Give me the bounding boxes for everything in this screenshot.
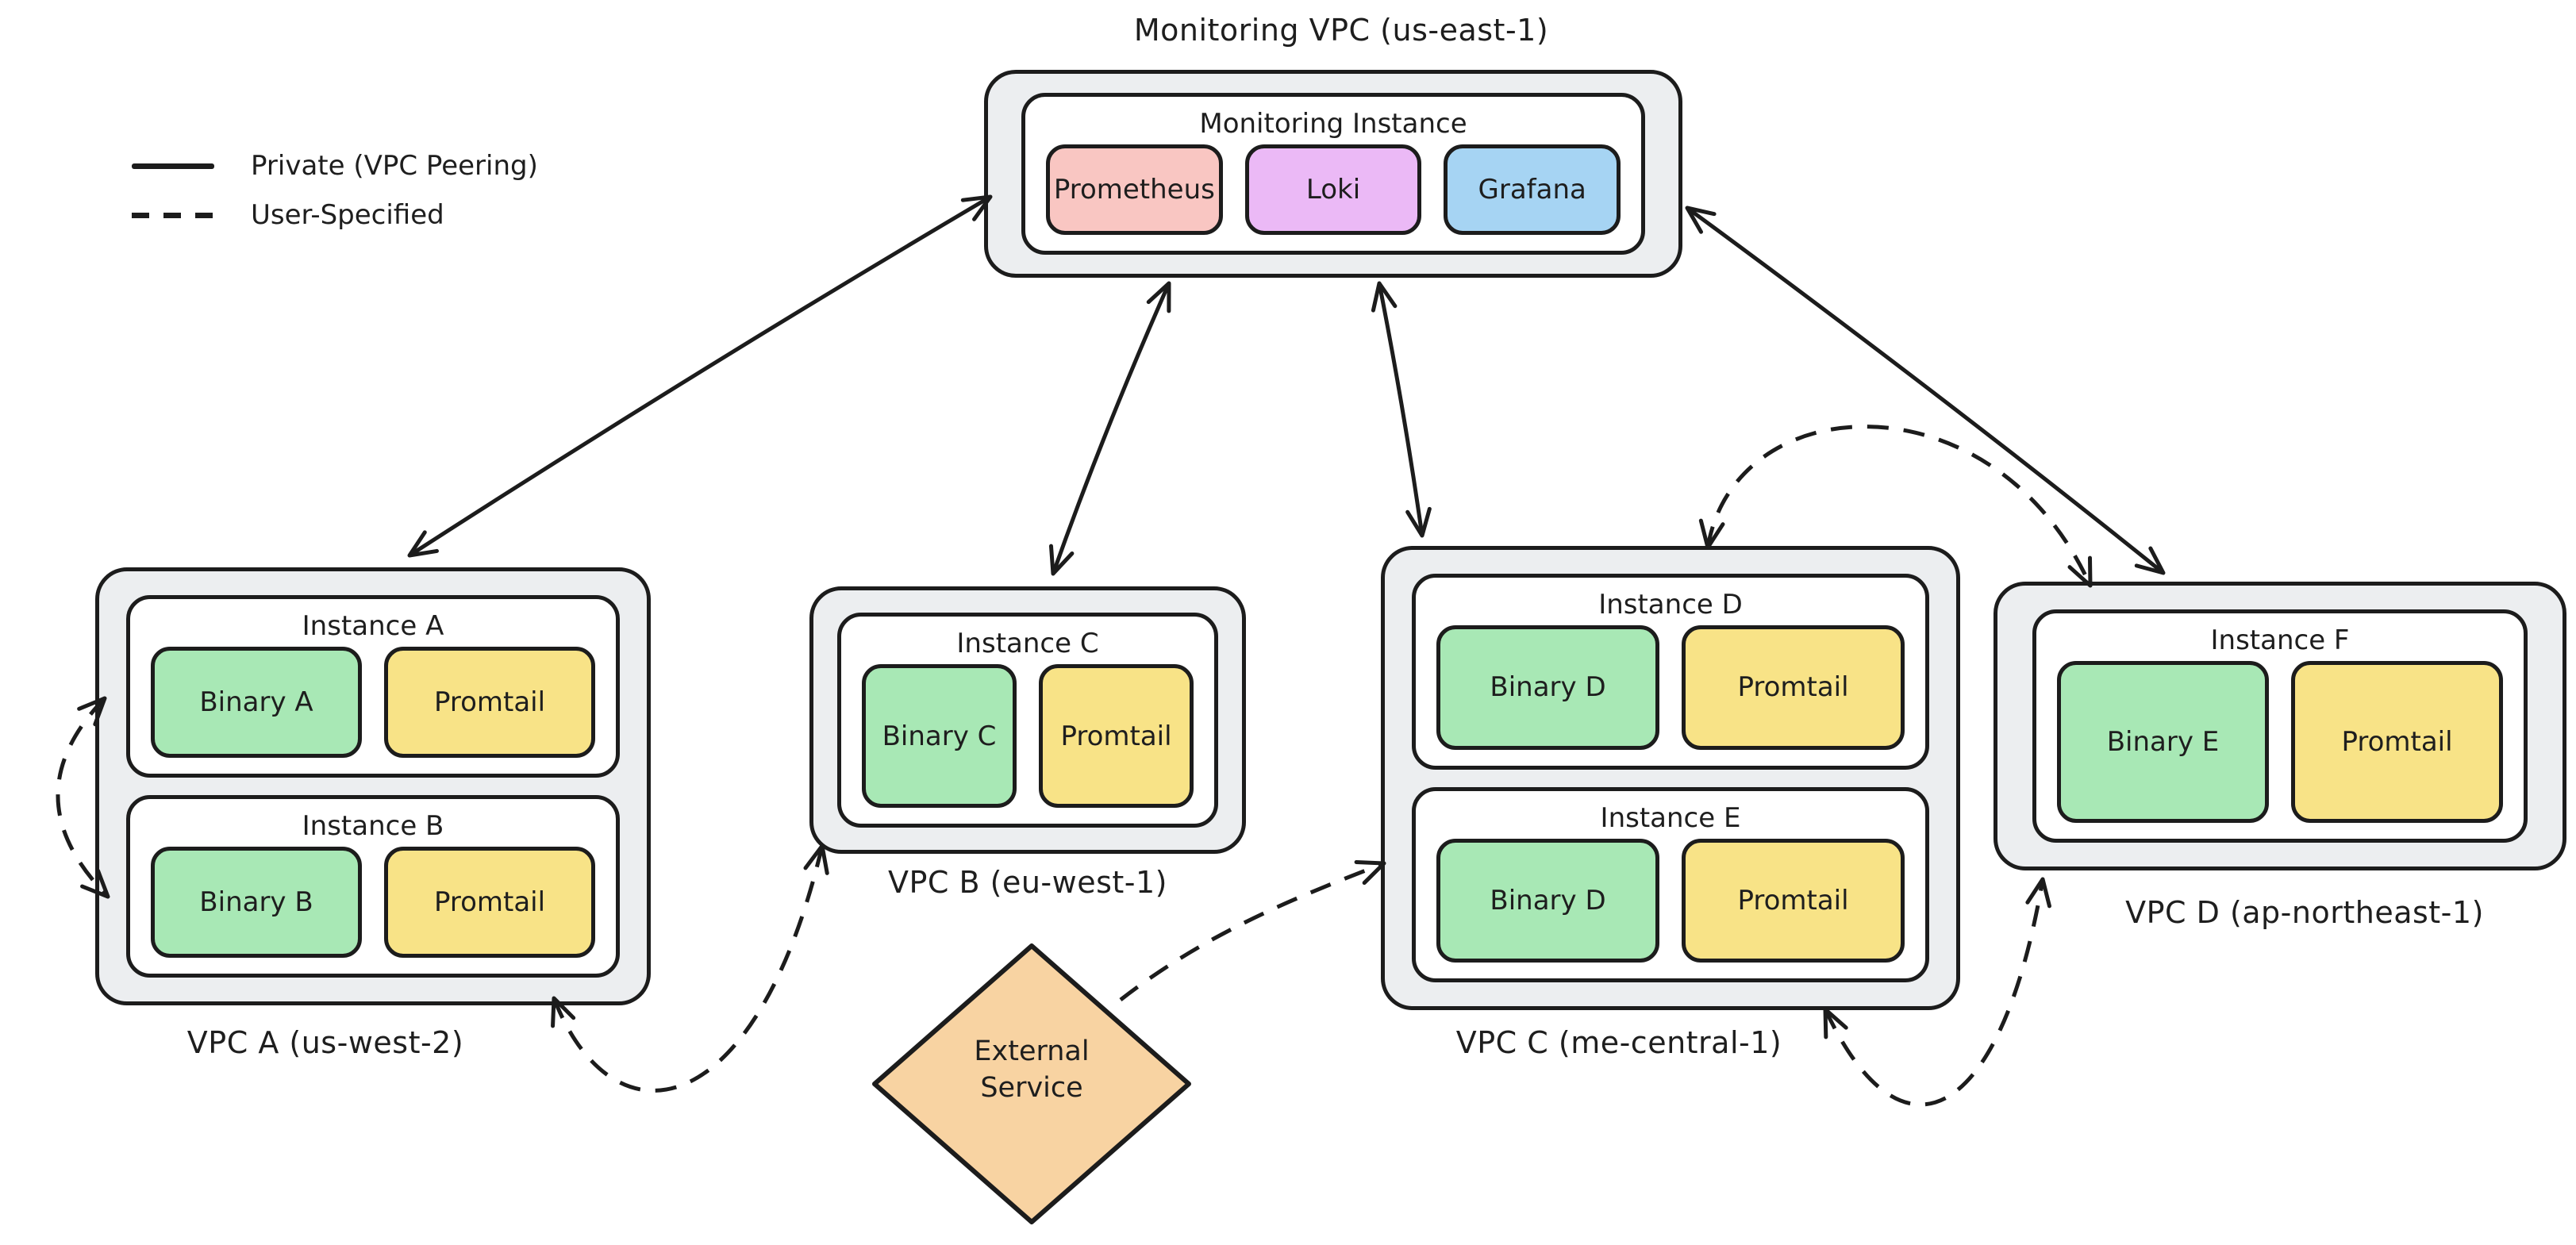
- legend-item-private: Private (VPC Peering): [132, 141, 538, 190]
- external-service-label-line2: Service: [980, 1072, 1083, 1105]
- instance-e-title: Instance E: [1600, 801, 1741, 834]
- vpc-a-instance-b-box: Instance B Binary B Promtail: [126, 795, 620, 978]
- external-service-label: External Service: [873, 1033, 1190, 1106]
- instance-b-title: Instance B: [302, 810, 444, 842]
- instance-d-title: Instance D: [1598, 589, 1743, 621]
- monitoring-instance-title: Monitoring Instance: [1199, 108, 1467, 140]
- service-promtail-b: Promtail: [384, 847, 595, 958]
- monitoring-vpc-label: Monitoring VPC (us-east-1): [1133, 13, 1549, 48]
- monitoring-instance-box: Monitoring Instance Prometheus Loki Graf…: [1021, 93, 1645, 255]
- service-binary-c: Binary C: [862, 664, 1017, 808]
- service-binary-a: Binary A: [151, 647, 362, 758]
- instance-f-services: Binary E Promtail: [2057, 661, 2503, 823]
- service-promtail-a: Promtail: [384, 647, 595, 758]
- edge-monitoring-vpc-d: [1685, 206, 2166, 575]
- instance-f-title: Instance F: [2210, 624, 2350, 656]
- service-binary-d: Binary D: [1436, 625, 1659, 750]
- legend-solid-line-sample: [132, 163, 214, 169]
- vpc-a-box: Instance A Binary A Promtail Instance B …: [95, 567, 651, 1005]
- legend-user-specified-label: User-Specified: [251, 199, 444, 231]
- vpc-d-label: VPC D (ap-northeast-1): [2125, 895, 2484, 930]
- monitoring-services: Prometheus Loki Grafana: [1046, 144, 1621, 235]
- edge-monitoring-vpc-b: [1048, 281, 1171, 576]
- instance-c-services: Binary C Promtail: [862, 664, 1194, 808]
- service-prometheus: Prometheus: [1046, 144, 1223, 235]
- instance-c-title: Instance C: [956, 628, 1099, 659]
- legend-private-label: Private (VPC Peering): [251, 150, 538, 182]
- vpc-b-instance-c-box: Instance C Binary C Promtail: [837, 613, 1218, 828]
- vpc-d-instance-f-box: Instance F Binary E Promtail: [2032, 609, 2528, 843]
- service-loki: Loki: [1244, 144, 1422, 235]
- service-promtail-d: Promtail: [1682, 625, 1905, 750]
- service-promtail-e: Promtail: [1682, 838, 1905, 963]
- service-promtail-f: Promtail: [2291, 661, 2503, 823]
- instance-d-services: Binary D Promtail: [1436, 625, 1905, 750]
- service-binary-b: Binary B: [151, 847, 362, 958]
- legend: Private (VPC Peering) User-Specified: [132, 141, 538, 240]
- service-binary-e: Binary E: [2057, 661, 2269, 823]
- vpc-c-box: Instance D Binary D Promtail Instance E …: [1381, 546, 1960, 1010]
- vpc-c-label: VPC C (me-central-1): [1455, 1025, 1782, 1060]
- service-binary-d-2: Binary D: [1436, 838, 1659, 963]
- legend-item-user-specified: User-Specified: [132, 190, 538, 240]
- vpc-d-box: Instance F Binary E Promtail: [1994, 582, 2566, 870]
- service-promtail-c: Promtail: [1039, 664, 1194, 808]
- instance-e-services: Binary D Promtail: [1436, 838, 1905, 963]
- edge-monitoring-vpc-a: [407, 194, 993, 558]
- monitoring-vpc-box: Monitoring Instance Prometheus Loki Graf…: [984, 70, 1682, 278]
- instance-b-services: Binary B Promtail: [151, 847, 595, 958]
- instance-a-services: Binary A Promtail: [151, 647, 595, 758]
- edge-monitoring-vpc-c: [1371, 281, 1432, 538]
- external-service-label-line1: External: [974, 1036, 1090, 1067]
- vpc-c-instance-e-box: Instance E Binary D Promtail: [1412, 786, 1929, 982]
- service-grafana: Grafana: [1444, 144, 1621, 235]
- instance-a-title: Instance A: [302, 610, 444, 642]
- vpc-a-label: VPC A (us-west-2): [186, 1025, 464, 1060]
- vpc-a-instance-a-box: Instance A Binary A Promtail: [126, 595, 620, 778]
- vpc-b-box: Instance C Binary C Promtail: [809, 586, 1246, 854]
- legend-dashed-line-sample: [132, 212, 214, 218]
- vpc-b-label: VPC B (eu-west-1): [887, 865, 1168, 900]
- vpc-c-instance-d-box: Instance D Binary D Promtail: [1412, 574, 1929, 770]
